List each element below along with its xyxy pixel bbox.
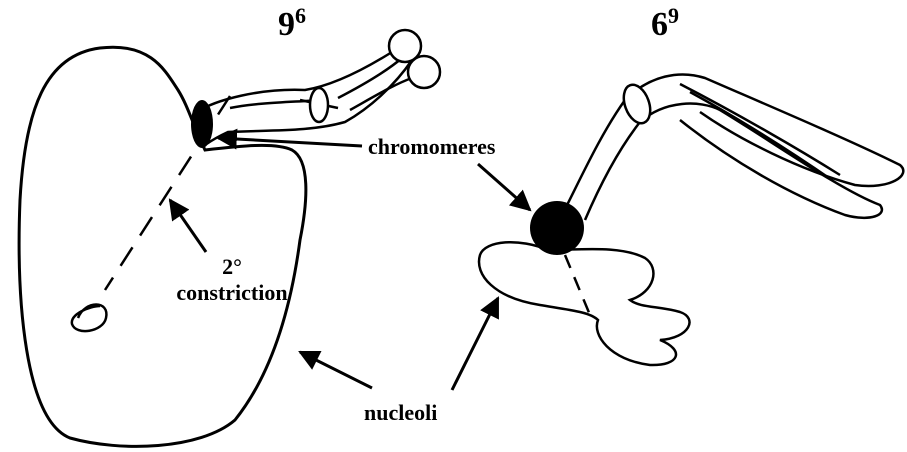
left-panel-title-exponent: 6: [295, 3, 306, 28]
right-constriction-dashes: [565, 255, 590, 315]
left-panel-title: 96: [278, 8, 306, 42]
arrow-nucleoli-left: [300, 352, 372, 388]
left-nucleolus-outline: [19, 47, 306, 446]
right-panel-drawing: [479, 74, 903, 365]
left-panel-drawing: [19, 30, 440, 446]
left-knob-lower: [408, 56, 440, 88]
right-dark-chromomere: [530, 201, 584, 255]
right-panel-title-base: 6: [651, 6, 668, 43]
left-satellite: [72, 305, 107, 332]
nucleoli-label: nucleoli: [364, 402, 437, 424]
right-panel-title-exponent: 9: [668, 3, 679, 28]
arrow-nucleoli-right: [452, 298, 498, 390]
arrow-chromomeres-right: [478, 164, 530, 210]
chromomeres-label: chromomeres: [368, 136, 495, 158]
right-chromosome-outline: [562, 74, 903, 215]
left-panel-title-base: 9: [278, 6, 295, 43]
arrow-constriction: [170, 200, 206, 252]
constriction-label-line2: constriction: [172, 282, 292, 304]
right-panel-title: 69: [651, 8, 679, 42]
left-chromomere-ring: [310, 88, 328, 122]
constriction-label-line1: 2°: [172, 256, 292, 278]
right-chromomere-ring: [619, 81, 655, 127]
constriction-label: 2° constriction: [172, 256, 292, 304]
arrow-chromomeres-left: [218, 138, 362, 146]
